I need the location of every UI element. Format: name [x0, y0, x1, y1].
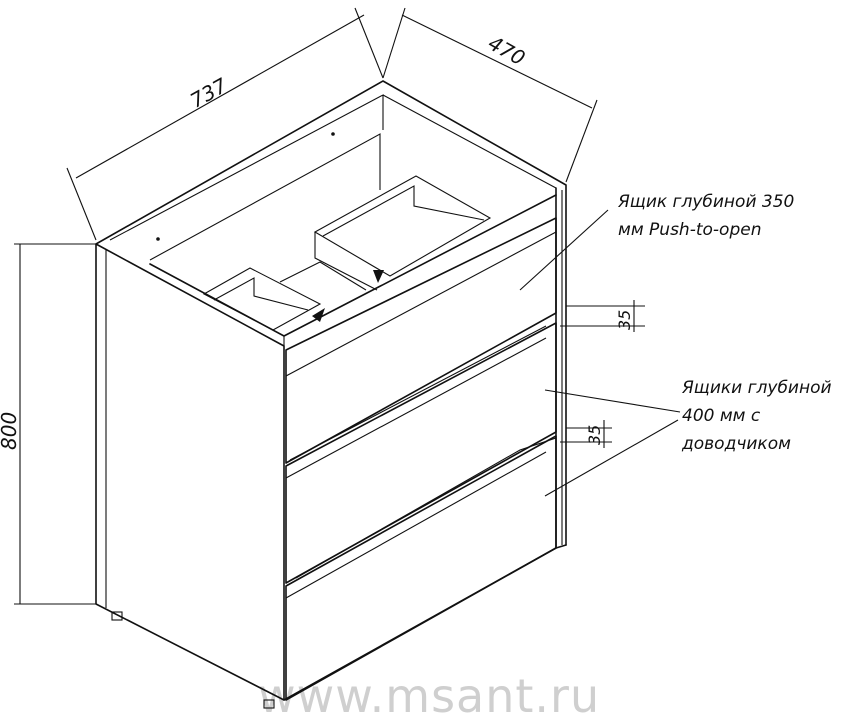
callout-lower-line2: 400 мм с — [682, 406, 761, 426]
callout-top-line2: мм Push-to-open — [618, 220, 761, 240]
drawer-front-top — [285, 217, 557, 464]
callout-top-leader — [519, 209, 609, 291]
depth-dim-line — [401, 14, 593, 109]
inner-box-left-corner — [312, 308, 325, 322]
screw-mark-left — [156, 237, 160, 241]
handle-strip-middle — [289, 325, 547, 461]
drawer-fronts — [285, 190, 563, 701]
dimension-height: 800 — [0, 243, 96, 605]
callout-lower-drawers: Ящики глубиной 400 мм с доводчиком — [544, 378, 832, 497]
callout-lower-line3: доводчиком — [681, 434, 791, 454]
inner-divider — [279, 261, 367, 291]
right-rim-inner — [382, 94, 557, 189]
foot-left — [111, 611, 123, 621]
top-rim-outer — [95, 80, 567, 546]
width-label: 737 — [186, 73, 231, 113]
depth-ext-right — [565, 99, 598, 183]
callout-top-drawer: Ящик глубиной 350 мм Push-to-open — [519, 192, 794, 291]
callout-lower-line1: Ящики глубиной — [681, 378, 832, 398]
left-side-panel — [95, 243, 285, 701]
screw-mark-right — [331, 132, 335, 136]
gap-bottom-label: 35 — [585, 425, 604, 445]
watermark-text: www.msant.ru — [258, 669, 600, 717]
back-panel-inner — [149, 133, 381, 261]
callout-lower-leader-1 — [544, 389, 681, 413]
width-ext-left — [66, 167, 97, 241]
callout-lower-leader-2 — [544, 419, 679, 497]
inner-box-left-top — [202, 267, 322, 331]
gap-top-label: 35 — [615, 310, 634, 330]
height-label: 800 — [0, 412, 21, 450]
depth-ext-left — [382, 7, 406, 79]
foot-front — [263, 699, 275, 709]
dimension-gap-bottom: 35 — [560, 420, 612, 448]
inner-box-right-wall — [322, 185, 485, 237]
dimension-depth: 470 — [382, 7, 598, 183]
handle-strip-bottom — [295, 437, 557, 579]
drawer-front-bottom-groove — [285, 451, 547, 599]
back-panel-top — [109, 94, 384, 241]
drawer-front-middle — [285, 322, 557, 584]
drawer-front-top-groove — [285, 231, 557, 377]
inner-box-right-side — [314, 232, 378, 291]
dimension-gap-top: 35 — [560, 300, 645, 332]
top-drawer-open — [149, 132, 557, 346]
inner-box-right-top — [313, 175, 492, 277]
depth-label: 470 — [484, 31, 529, 71]
inner-box-right-corner — [373, 270, 384, 283]
dimension-width: 737 — [66, 7, 384, 241]
drawer-top-edge — [149, 194, 557, 337]
inner-box-left-wall — [213, 277, 309, 311]
callout-top-line1: Ящик глубиной 350 — [617, 192, 794, 212]
cabinet-body — [95, 80, 567, 709]
drawer-front-bottom — [285, 435, 557, 701]
width-dim-line — [75, 14, 365, 179]
drawer-front-middle-groove — [285, 337, 547, 479]
width-ext-right — [354, 7, 384, 79]
